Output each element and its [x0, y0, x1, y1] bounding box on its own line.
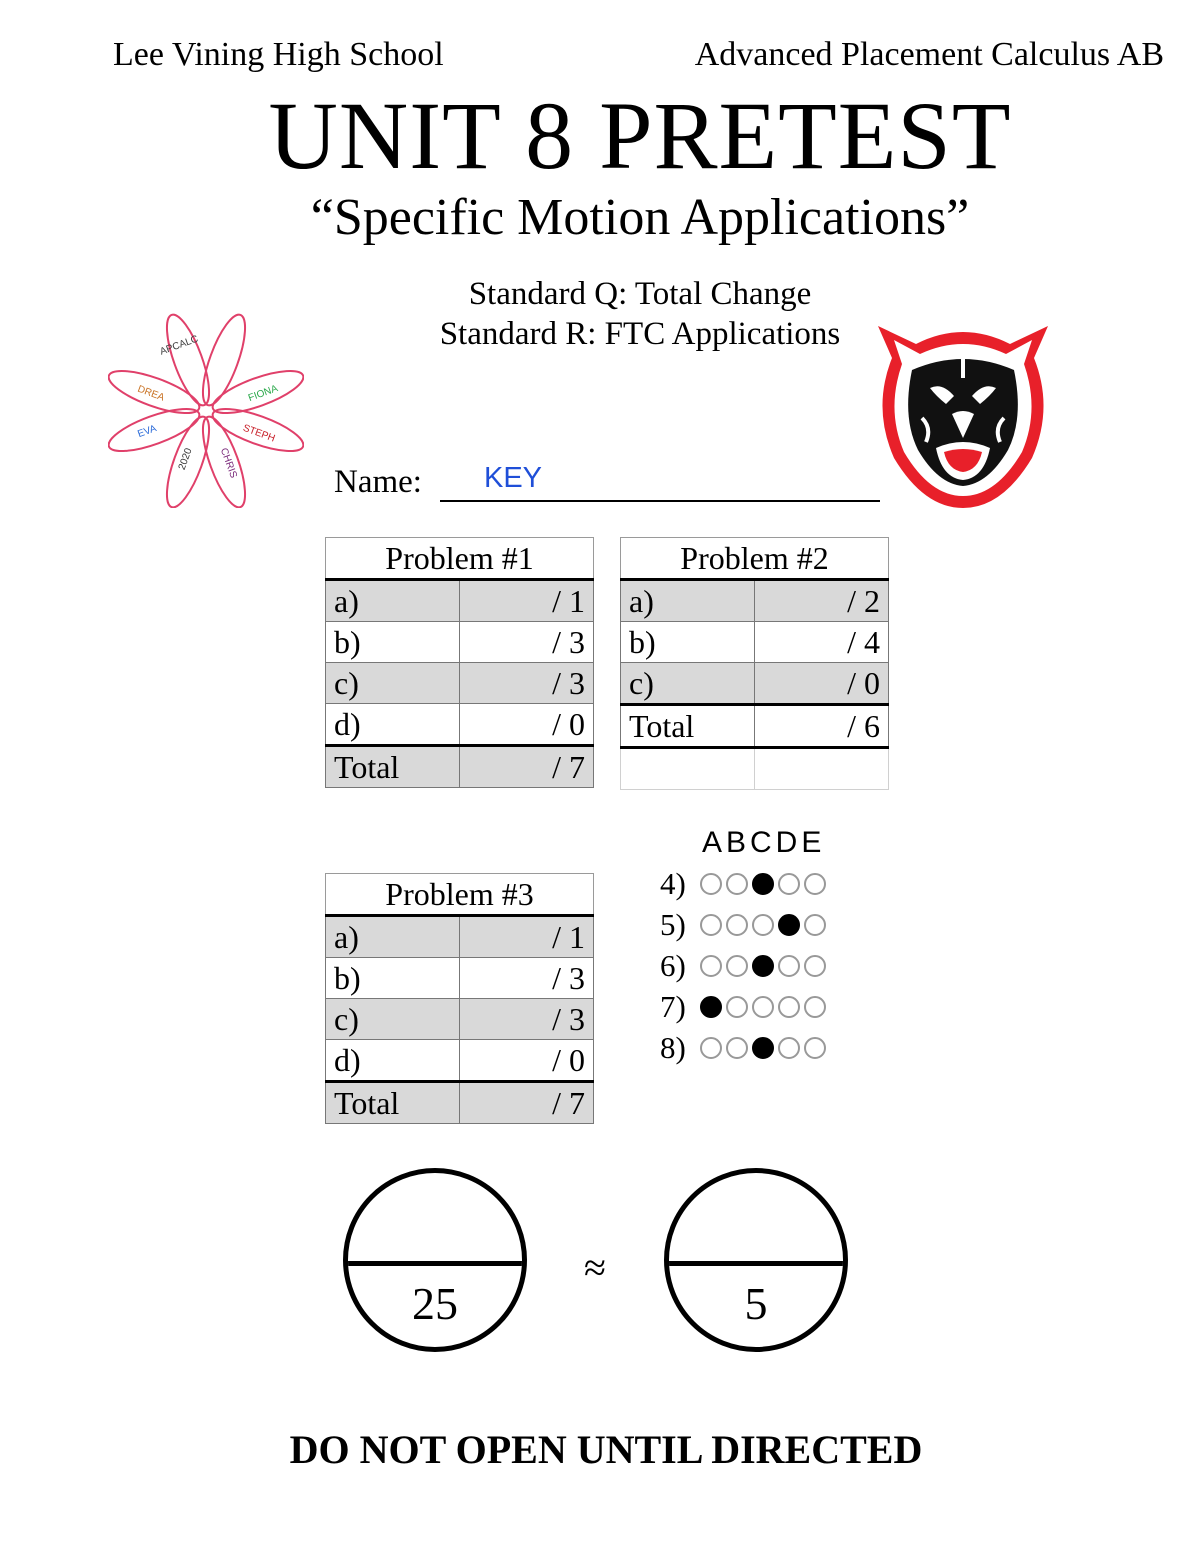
problem-1-table: Problem #1 a)/ 1 b)/ 3 c)/ 3 d)/ 0 Total…: [325, 537, 594, 788]
answer-bubble[interactable]: [752, 914, 774, 936]
answer-bubble[interactable]: [804, 1037, 826, 1059]
problem-1-part-label: b): [325, 621, 460, 663]
tiger-mascot-logo: [878, 326, 1048, 508]
problem-2-part-points[interactable]: / 0: [754, 662, 889, 705]
answer-bubble[interactable]: [752, 996, 774, 1018]
answer-bubble[interactable]: [726, 1037, 748, 1059]
answer-bubble[interactable]: [778, 1037, 800, 1059]
answer-bubble[interactable]: [804, 914, 826, 936]
answer-bubble[interactable]: [778, 996, 800, 1018]
problem-3-part-points[interactable]: / 3: [459, 957, 594, 999]
total-score-circle: 25: [343, 1168, 527, 1352]
answer-bubble[interactable]: [700, 914, 722, 936]
scaled-score-circle: 5: [664, 1168, 848, 1352]
standard-q: Standard Q: Total Change: [468, 276, 812, 312]
answer-bubble[interactable]: [700, 873, 722, 895]
problem-1-part-label: d): [325, 703, 460, 746]
answer-bubble[interactable]: [700, 955, 722, 977]
answer-row: 8): [660, 1030, 830, 1070]
bubble-column-header: ABCDE: [702, 826, 826, 859]
problem-2-part-points[interactable]: / 2: [754, 579, 889, 622]
answer-row: 4): [660, 866, 830, 906]
problem-2-part-label: b): [620, 621, 755, 663]
answer-bubble[interactable]: [726, 914, 748, 936]
scaled-score-denominator: 5: [744, 1278, 768, 1329]
answer-bubble[interactable]: [804, 873, 826, 895]
answer-row: 7): [660, 989, 830, 1029]
answer-bubble[interactable]: [804, 955, 826, 977]
problem-3-title: Problem #3: [325, 873, 594, 917]
problem-1-part-points[interactable]: / 0: [459, 703, 594, 746]
name-label: Name:: [334, 464, 422, 500]
problem-2-title: Problem #2: [620, 537, 889, 581]
question-number: 7): [660, 989, 686, 1024]
problem-2-total-label: Total: [620, 703, 755, 748]
answer-row: 6): [660, 948, 830, 988]
approx-symbol: ≈: [584, 1245, 606, 1290]
problem-2-total-points[interactable]: / 6: [754, 703, 889, 748]
question-number: 5): [660, 907, 686, 942]
problem-2-part-label: c): [620, 662, 755, 705]
page-subtitle: “Specific Motion Applications”: [310, 189, 970, 246]
problem-1-part-label: c): [325, 662, 460, 704]
question-number: 6): [660, 948, 686, 983]
answer-bubble[interactable]: [778, 955, 800, 977]
answer-bubble[interactable]: [804, 996, 826, 1018]
answer-bubble-filled[interactable]: [752, 873, 774, 895]
answer-bubble[interactable]: [726, 955, 748, 977]
answer-bubble[interactable]: [700, 1037, 722, 1059]
problem-3-part-points[interactable]: / 0: [459, 1039, 594, 1082]
footer-instruction: DO NOT OPEN UNTIL DIRECTED: [289, 1427, 923, 1472]
standard-r: Standard R: FTC Applications: [439, 316, 841, 352]
problem-3-part-points[interactable]: / 3: [459, 998, 594, 1040]
problem-1-part-label: a): [325, 579, 460, 622]
problem-3-part-label: d): [325, 1039, 460, 1082]
problem-1-total-points[interactable]: / 7: [459, 744, 594, 788]
problem-1-total-label: Total: [325, 744, 460, 788]
school-name: Lee Vining High School: [113, 36, 444, 73]
page-title: UNIT 8 PRETEST: [268, 82, 1012, 189]
answer-bubble-filled[interactable]: [778, 914, 800, 936]
answer-bubble[interactable]: [726, 996, 748, 1018]
answer-bubble-filled[interactable]: [700, 996, 722, 1018]
question-number: 4): [660, 866, 686, 901]
problem-3-part-label: c): [325, 998, 460, 1040]
problem-2-blank-cell: [754, 746, 889, 790]
answer-row: 5): [660, 907, 830, 947]
course-name: Advanced Placement Calculus AB: [694, 36, 1164, 73]
name-underline: [440, 500, 880, 502]
answer-bubble[interactable]: [778, 873, 800, 895]
problem-1-part-points[interactable]: / 1: [459, 579, 594, 622]
class-flower-logo: APCALC FIONA STEPH CHRIS 2020 EVA DREA: [108, 313, 304, 508]
problem-2-part-points[interactable]: / 4: [754, 621, 889, 663]
answer-bubble-filled[interactable]: [752, 1037, 774, 1059]
problem-2-part-label: a): [620, 579, 755, 622]
problem-1-title: Problem #1: [325, 537, 594, 581]
problem-2-table: Problem #2 a)/ 2 b)/ 4 c)/ 0 Total/ 6: [620, 537, 889, 790]
problem-1-part-points[interactable]: / 3: [459, 662, 594, 704]
problem-2-blank-cell: [620, 746, 755, 790]
logo-text-eva: EVA: [136, 423, 158, 440]
problem-3-part-points[interactable]: / 1: [459, 915, 594, 958]
name-value[interactable]: KEY: [484, 462, 543, 494]
problem-3-table: Problem #3 a)/ 1 b)/ 3 c)/ 3 d)/ 0 Total…: [325, 873, 594, 1124]
problem-3-total-points[interactable]: / 7: [459, 1080, 594, 1124]
score-fraction-bar: [669, 1261, 843, 1266]
question-number: 8): [660, 1030, 686, 1065]
problem-1-part-points[interactable]: / 3: [459, 621, 594, 663]
problem-3-part-label: b): [325, 957, 460, 999]
problem-3-total-label: Total: [325, 1080, 460, 1124]
logo-text-year: 2020: [177, 446, 195, 471]
logo-text-apcalc: APCALC: [158, 334, 199, 358]
problem-3-part-label: a): [325, 915, 460, 958]
answer-bubble-filled[interactable]: [752, 955, 774, 977]
score-fraction-bar: [348, 1261, 522, 1266]
total-score-denominator: 25: [412, 1278, 458, 1329]
answer-bubble[interactable]: [726, 873, 748, 895]
